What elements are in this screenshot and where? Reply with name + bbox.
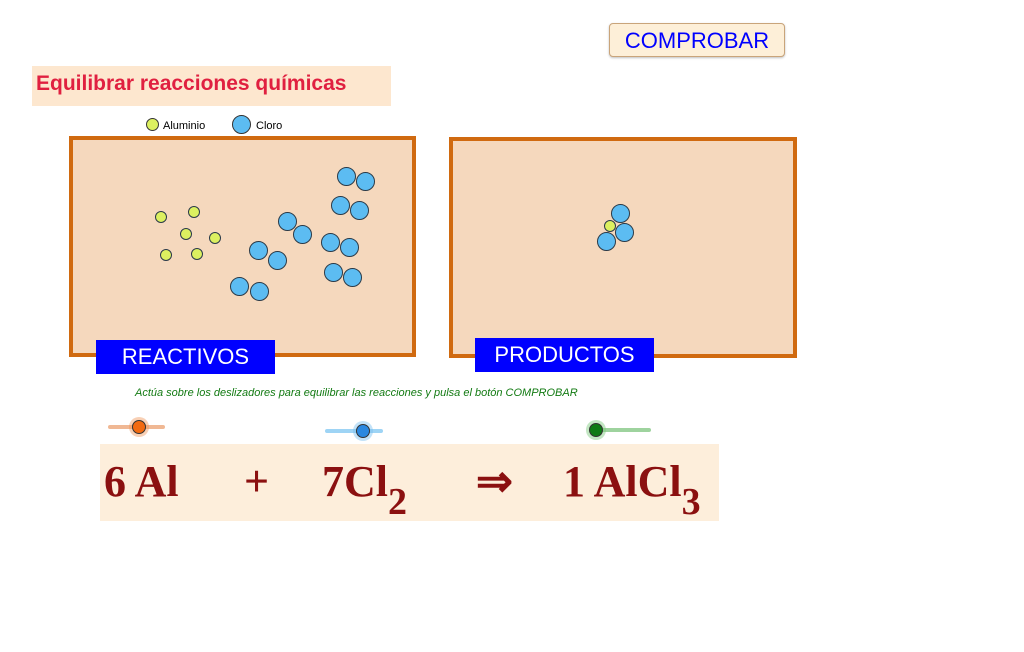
aluminum-slider[interactable] [106, 418, 166, 436]
chlorine-atom [268, 251, 287, 270]
check-button[interactable]: COMPROBAR [609, 23, 785, 57]
equation-panel: 6 Al + 7Cl2 ⇒ 1 AlCl3 [100, 444, 719, 521]
reactants-box [69, 136, 416, 357]
aluminum-symbol: Al [134, 457, 179, 506]
product-slider-knob[interactable] [589, 423, 603, 437]
aluminum-atom [191, 248, 203, 260]
chlorine-atom [356, 172, 375, 191]
product-term: 1 AlCl3 [563, 456, 701, 521]
chlorine-atom [331, 196, 350, 215]
chlorine-atom [350, 201, 369, 220]
chlorine-atom [343, 268, 362, 287]
chlorine-legend-dot [232, 115, 251, 134]
chlorine-atom [615, 223, 634, 242]
chlorine-atom [340, 238, 359, 257]
chlorine-atom [321, 233, 340, 252]
chlorine-slider-knob[interactable] [356, 424, 370, 438]
reaction-arrow: ⇒ [476, 457, 513, 506]
chlorine-atom [293, 225, 312, 244]
aluminum-atom [188, 206, 200, 218]
chlorine-term: 7Cl2 [322, 456, 407, 521]
chlorine-atom [230, 277, 249, 296]
product-coefficient: 1 [563, 457, 585, 506]
aluminum-atom [155, 211, 167, 223]
aluminum-atom [160, 249, 172, 261]
chlorine-atom [597, 232, 616, 251]
chlorine-atom [324, 263, 343, 282]
aluminum-atom [604, 220, 616, 232]
chlorine-atom [249, 241, 268, 260]
chlorine-atom [278, 212, 297, 231]
product-subscript: 3 [681, 481, 701, 523]
chlorine-legend-label: Cloro [256, 120, 283, 132]
aluminum-legend-label: Aluminio [163, 120, 206, 132]
aluminum-legend-dot [146, 118, 159, 131]
product-slider[interactable] [586, 421, 652, 439]
chlorine-symbol: Cl [344, 457, 388, 506]
chlorine-slider[interactable] [324, 422, 384, 440]
chlorine-slider-track[interactable] [325, 429, 383, 433]
page-title: Equilibrar reacciones químicas [32, 66, 391, 106]
plus-sign: + [244, 457, 270, 506]
aluminum-atom [180, 228, 192, 240]
chlorine-atom [250, 282, 269, 301]
aluminum-coefficient: 6 [104, 457, 126, 506]
instruction-text: Actúa sobre los deslizadores para equili… [135, 387, 578, 399]
products-box [449, 137, 797, 358]
reactants-label: REACTIVOS [96, 340, 275, 374]
product-symbol: AlCl [593, 457, 682, 506]
products-label: PRODUCTOS [475, 338, 654, 372]
product-slider-track[interactable] [592, 428, 651, 432]
chlorine-coefficient: 7 [322, 457, 344, 506]
aluminum-slider-knob[interactable] [132, 420, 146, 434]
aluminum-atom [209, 232, 221, 244]
chlorine-atom [337, 167, 356, 186]
aluminum-term: 6 Al [104, 456, 179, 507]
chlorine-atom [611, 204, 630, 223]
chlorine-subscript: 2 [388, 481, 407, 523]
